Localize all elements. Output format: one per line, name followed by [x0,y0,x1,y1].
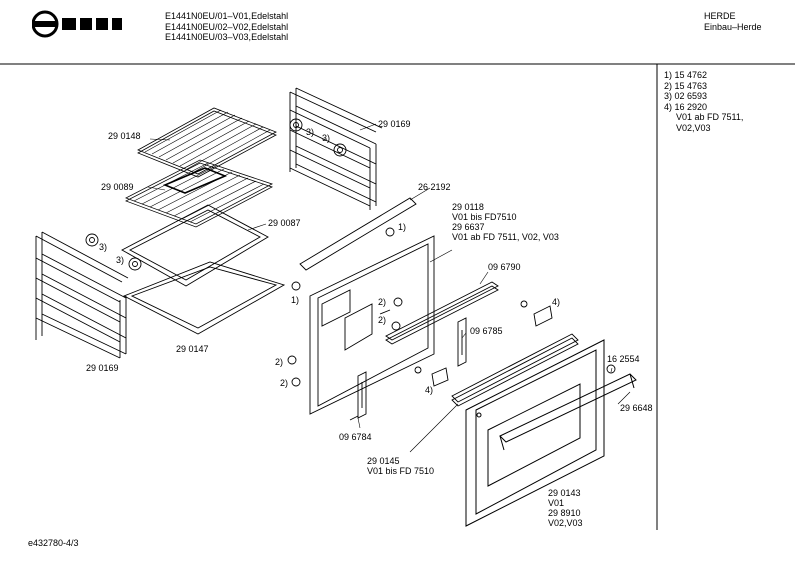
inner-frame [309,235,435,415]
label-door-profile-variant: V01 bis FD 7510 [367,466,435,476]
footnote-marker-4-right: 4) [552,297,561,307]
side-rail-right [289,87,383,210]
door-profile [451,333,579,407]
label-rail-left: 29 0169 [86,363,119,373]
label-door-alt-number: 29 8910 [548,508,581,518]
oven-door [465,339,605,527]
label-tray-upper: 29 0087 [268,218,301,228]
seal-strip [299,197,417,271]
legend-line-3: 3) 02 6593 [664,91,708,101]
footnote-marker-3-left-a: 3) [99,242,108,252]
label-frame-variant: V01 bis FD7510 [452,212,517,222]
label-hinge-left: 09 6784 [339,432,372,442]
footnote-marker-1-top: 1) [398,222,407,232]
label-handle: 29 6648 [620,403,653,413]
label-frame: 29 0118 V01 bis FD7510 29 6637 V01 ab FD… [452,202,559,242]
footnote-marker-3-rail-a: 3) [306,127,315,137]
category-title: HERDE [704,11,736,21]
wire-rack-lower [125,159,274,228]
legend-line-6: V02,V03 [676,122,711,133]
label-door-number: 29 0143 [548,488,581,498]
label-tray-lower: 29 0147 [176,344,209,354]
footnote-marker-2-left-b: 2) [280,378,289,388]
wire-rack-upper [137,107,277,178]
hinge-right [457,317,467,367]
footnote-marker-3-rail-b: 3) [322,133,331,143]
model-line-1: E1441N0EU/01–V01,Edelstahl [165,11,289,21]
door-handle [499,373,637,451]
model-line-2: E1441N0EU/02–V02,Edelstahl [165,21,289,32]
label-door-profile: 29 0145 V01 bis FD 7510 [367,456,434,476]
label-door-alt-variant: V02,V03 [548,518,583,528]
label-seal-strip: 26 2192 [418,182,451,192]
cross-bar [385,281,499,345]
footnote-marker-2-frame-a: 2) [378,297,387,307]
hinge-left [349,371,367,421]
footnote-marker-1-left: 1) [291,295,300,305]
clips [431,305,553,387]
label-hinge-right: 09 6785 [470,326,503,336]
baking-tray-lower [122,261,286,335]
label-frame-alt-variant: V01 ab FD 7511, V02, V03 [452,232,559,242]
label-rail-right: 29 0169 [378,119,411,129]
label-handle-knob: 16 2554 [607,354,640,364]
model-list: E1441N0EU/01–V01,Edelstahl E1441N0EU/02–… [165,11,288,43]
label-door-profile-number: 29 0145 [367,456,400,466]
legend-line-5: V01 ab FD 7511, [676,112,744,122]
label-cross-bar: 09 6790 [488,262,521,272]
label-rack-lower: 29 0089 [101,182,134,192]
footnote-marker-4-left: 4) [425,385,434,395]
footnote-legend: 1) 15 4762 2) 15 4763 3) 02 6593 4) 16 2… [664,70,743,133]
baking-tray-upper [121,204,269,287]
leader-lines [147,123,631,453]
label-door: 29 0143 V01 29 8910 V02,V03 [548,488,583,528]
label-door-variant: V01 [548,498,565,508]
footnote-marker-3-left-b: 3) [116,255,125,265]
footnote-marker-2-left-a: 2) [275,357,284,367]
side-rail-left [35,231,142,359]
document-id: e432780-4/3 [28,538,79,548]
category-subtitle: Einbau–Herde [704,21,762,32]
legend-line-4: 4) 16 2920 [664,101,708,112]
label-rack-upper: 29 0148 [108,131,141,141]
category-block: HERDE Einbau–Herde [704,11,762,32]
label-frame-number: 29 0118 [452,202,484,212]
legend-line-2: 2) 15 4763 [664,80,708,91]
model-line-3: E1441N0EU/03–V03,Edelstahl [165,32,289,42]
label-frame-alt-number: 29 6637 [452,222,485,232]
screws [287,227,616,387]
neff-logo [32,10,122,38]
legend-line-1: 1) 15 4762 [664,70,708,80]
footnote-marker-2-frame-b: 2) [378,315,387,325]
